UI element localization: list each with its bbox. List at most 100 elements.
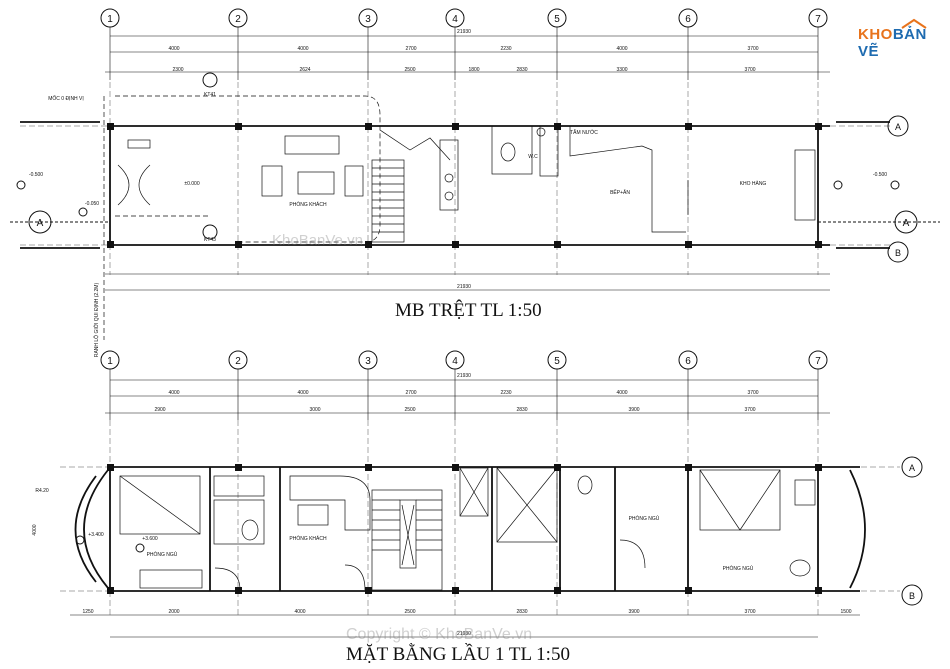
boundary-line bbox=[103, 95, 381, 340]
ground-bay-dim: 4000 bbox=[168, 46, 179, 52]
upper-sub-dim: 3700 bbox=[744, 407, 755, 413]
upper-furniture bbox=[119, 467, 816, 591]
radius-note: R4.20 bbox=[35, 488, 49, 494]
upper-axis-5: 5 bbox=[554, 356, 560, 367]
ground-axis-row bbox=[100, 8, 828, 28]
ground-bay-dim: 4000 bbox=[297, 46, 308, 52]
logo-part2: BẢN VẼ bbox=[858, 26, 927, 60]
upper-section-b: B bbox=[909, 591, 915, 601]
ground-columns bbox=[107, 123, 822, 248]
upper-section-markers bbox=[75, 456, 923, 606]
room-living-ground: PHÒNG KHÁCH bbox=[289, 201, 327, 208]
upper-sub-dim: 3900 bbox=[628, 407, 639, 413]
boundary-note: RANH LỘ GIỚI QUI ĐỊNH (2.2M) bbox=[93, 283, 100, 358]
upper-bay-dim: 3700 bbox=[747, 390, 758, 396]
upper-sub-dim: 2830 bbox=[516, 407, 527, 413]
ground-furniture bbox=[117, 125, 816, 233]
upper-bottom-dim: 4000 bbox=[294, 609, 305, 615]
upper-total-dim: 21930 bbox=[457, 373, 471, 379]
logo-roof-icon bbox=[901, 18, 927, 29]
upper-axis-6: 6 bbox=[685, 356, 691, 367]
level-upper-floor: +3.600 bbox=[142, 536, 158, 542]
ground-dimension-lines bbox=[105, 27, 830, 291]
upper-side-dim: 4000 bbox=[32, 524, 38, 535]
upper-axis-7: 7 bbox=[815, 356, 821, 367]
watermark-bottom: Copyright © KhoBanVe.vn bbox=[346, 626, 533, 643]
upper-bottom-dim: 3700 bbox=[744, 609, 755, 615]
ground-total-dim: 21930 bbox=[457, 29, 471, 35]
level-floor: ±0.000 bbox=[184, 181, 199, 187]
ground-sub-dim: 2624 bbox=[299, 67, 310, 73]
upper-bay-dim: 2230 bbox=[500, 390, 511, 396]
ground-section-markers bbox=[10, 72, 940, 263]
upper-stair bbox=[371, 489, 443, 591]
ground-axis-2: 2 bbox=[235, 14, 241, 25]
symbol-kt41: KT41 bbox=[204, 92, 216, 98]
upper-sub-dim: 2500 bbox=[404, 407, 415, 413]
upper-dimension-lines bbox=[70, 369, 860, 638]
ground-sub-dim: 2300 bbox=[172, 67, 183, 73]
upper-bottom-dim: 1500 bbox=[840, 609, 851, 615]
ground-bay-dim: 2700 bbox=[405, 46, 416, 52]
upper-bottom-dim: 2830 bbox=[516, 609, 527, 615]
upper-bay-dim: 4000 bbox=[616, 390, 627, 396]
brand-logo: KHOBẢN VẼ bbox=[858, 26, 950, 60]
ground-axis-6: 6 bbox=[685, 14, 691, 25]
upper-bottom-dim: 2000 bbox=[168, 609, 179, 615]
room-bed2: PHÒNG NGỦ bbox=[629, 515, 660, 522]
level-balcony: +3.400 bbox=[88, 532, 104, 538]
ground-axis-7: 7 bbox=[815, 14, 821, 25]
upper-axis-row bbox=[100, 350, 828, 370]
upper-section-a: A bbox=[909, 463, 915, 473]
symbol-kt43: KT43 bbox=[204, 237, 216, 243]
upper-columns bbox=[107, 464, 822, 594]
upper-grid-lines bbox=[60, 420, 900, 615]
upper-sub-dim: 3000 bbox=[309, 407, 320, 413]
upper-bottom-dim: 1250 bbox=[82, 609, 93, 615]
room-wc: W.C bbox=[528, 154, 538, 160]
ground-sub-dim: 2500 bbox=[404, 67, 415, 73]
ground-bay-dim: 3700 bbox=[747, 46, 758, 52]
upper-floor-title: MẶT BẰNG LẦU 1 TL 1:50 bbox=[346, 644, 570, 665]
level-back: -0.500 bbox=[873, 172, 887, 178]
upper-bottom-dim: 3900 bbox=[628, 609, 639, 615]
upper-axis-3: 3 bbox=[365, 356, 371, 367]
room-bed1: PHÒNG NGỦ bbox=[147, 551, 178, 558]
upper-sub-dim: 2900 bbox=[154, 407, 165, 413]
upper-bay-dim: 4000 bbox=[297, 390, 308, 396]
ground-axis-1: 1 bbox=[107, 14, 113, 25]
ground-total-dim-bottom: 21930 bbox=[457, 284, 471, 290]
ground-axis-3: 3 bbox=[365, 14, 371, 25]
ground-stair bbox=[371, 129, 451, 243]
section-b-axis: B bbox=[895, 248, 901, 258]
ground-sub-dim: 3300 bbox=[616, 67, 627, 73]
upper-axis-4: 4 bbox=[452, 356, 458, 367]
upper-axis-1: 1 bbox=[107, 356, 113, 367]
ground-floor-title: MB TRỆT TL 1:50 bbox=[395, 300, 542, 321]
section-a-left: A bbox=[37, 218, 44, 229]
section-a-right: A bbox=[903, 218, 910, 229]
ground-bay-dim: 4000 bbox=[616, 46, 627, 52]
room-living-upper: PHÒNG KHÁCH bbox=[289, 535, 327, 542]
room-store: KHO HÀNG bbox=[740, 180, 767, 187]
ground-bay-dim: 2230 bbox=[500, 46, 511, 52]
ground-sub-dim: 2830 bbox=[516, 67, 527, 73]
ground-sub-dim: 3700 bbox=[744, 67, 755, 73]
upper-axis-2: 2 bbox=[235, 356, 241, 367]
section-a-axis: A bbox=[895, 122, 901, 132]
upper-bay-dim: 4000 bbox=[168, 390, 179, 396]
room-bed3: PHÒNG NGỦ bbox=[723, 565, 754, 572]
ground-axis-4: 4 bbox=[452, 14, 458, 25]
marker-note: MỐC 0 ĐỊNH VỊ bbox=[48, 95, 84, 102]
level-step: -0.050 bbox=[85, 201, 99, 207]
level-front: -0.500 bbox=[29, 172, 43, 178]
logo-part1: KHO bbox=[858, 26, 893, 43]
upper-total-dim-bottom: 21930 bbox=[457, 631, 471, 637]
upper-bay-dim: 2700 bbox=[405, 390, 416, 396]
ground-sub-dim: 1800 bbox=[468, 67, 479, 73]
watermark-top: KhoBanVe.vn bbox=[272, 232, 363, 249]
room-kitchen: BẾP+ĂN bbox=[610, 189, 630, 196]
room-well: TẮM NƯỚC bbox=[570, 128, 598, 136]
upper-bottom-dim: 2500 bbox=[404, 609, 415, 615]
